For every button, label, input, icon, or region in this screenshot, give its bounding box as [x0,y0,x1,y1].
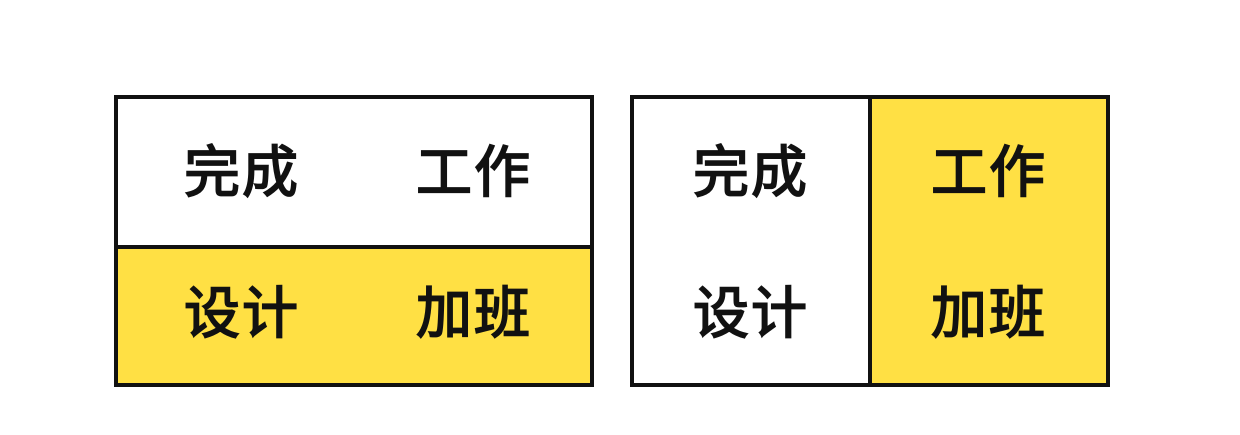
cell-bottom-right: 加班 [931,282,1047,347]
cell-bottom-left: 设计 [693,282,809,347]
cell-bottom-right: 加班 [416,282,532,347]
cell-bottom-left: 设计 [184,282,300,347]
cell-top-left: 完成 [693,141,809,206]
highlight-column [872,99,1106,383]
cell-top-right: 工作 [931,141,1047,206]
vertical-divider [868,99,872,383]
horizontal-divider [118,245,590,249]
highlight-row [118,249,590,383]
left-word-grid: 完成 工作 设计 加班 [114,95,594,387]
cell-top-right: 工作 [416,141,532,206]
right-word-grid: 完成 工作 设计 加班 [630,95,1110,387]
cell-top-left: 完成 [184,141,300,206]
